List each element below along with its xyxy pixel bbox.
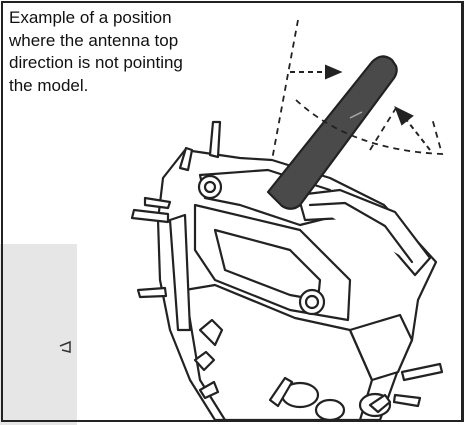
- inset-panel: [0, 244, 77, 425]
- caption-line: direction is not pointing: [9, 53, 183, 72]
- antenna: [266, 55, 398, 210]
- arrow-right-icon: [290, 64, 343, 80]
- caption-line: the model.: [9, 75, 89, 95]
- transmitter-switches: [130, 120, 444, 414]
- caption-line: where the antenna top: [9, 30, 179, 50]
- figure-frame: [1, 1, 464, 422]
- transmitter-body: [156, 148, 438, 422]
- inset-panel-sketch: [59, 340, 71, 353]
- model-direction-line: [369, 107, 397, 151]
- vertical-reference-line: [271, 19, 299, 161]
- figure-caption: Example of a position where the antenna …: [9, 7, 269, 97]
- antenna-direction-line: [295, 99, 444, 155]
- direction-guides: [271, 19, 444, 161]
- caption-line: Example of a position: [9, 8, 172, 27]
- arrow-up-left-icon: [394, 105, 431, 151]
